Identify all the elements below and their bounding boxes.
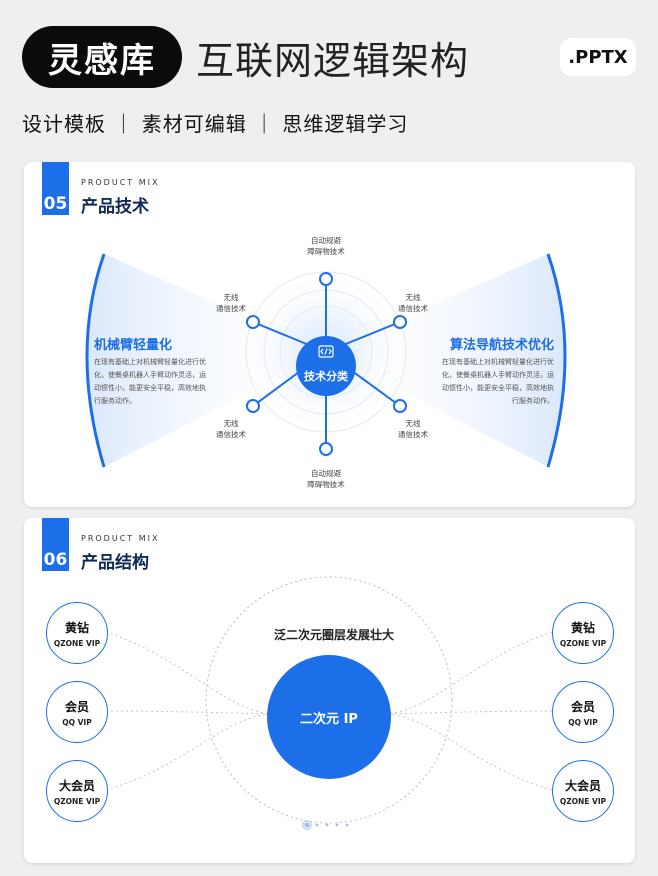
- center-ip-circle: 二次元 IP: [267, 655, 391, 779]
- hub-label: 技术分类: [304, 370, 348, 383]
- label-lower-left: 无线通信技术: [216, 419, 246, 439]
- code-icon: [318, 345, 334, 358]
- page-headline: 互联网逻辑架构: [196, 39, 470, 83]
- section-eyebrow: PRODUCT MIX: [81, 534, 160, 543]
- left-arc: [85, 253, 106, 468]
- left-title: 机械臂轻量化: [94, 338, 173, 353]
- pager-dot: [304, 822, 310, 828]
- node-upper-left: [246, 315, 260, 329]
- node-top: [319, 272, 333, 286]
- node-lower-right: [393, 399, 407, 413]
- right-fan: [326, 254, 565, 467]
- right-desc: 在现有基础上对机械臂轻量化进行优化，使餐桌机器人手臂动作灵活，运 动惯性小，能更…: [442, 358, 554, 405]
- product-structure-card: 06 PRODUCT MIX 产品结构 泛二次元圈层发展壮大 二次元 IP 黄钻…: [24, 518, 635, 863]
- label-upper-right: 无线通信技术: [398, 293, 428, 313]
- label-bottom: 自动规避障碍物技术: [307, 469, 345, 489]
- node-bottom: [319, 442, 333, 456]
- ring-title: 泛二次元圈层发展壮大: [273, 628, 394, 642]
- right-title: 算法导航技术优化: [449, 338, 554, 353]
- label-upper-left: 无线通信技术: [216, 293, 246, 313]
- product-tech-card: 05 PRODUCT MIX 产品技术 技术分类 自动规避障碍物技术 无线通信技…: [24, 162, 635, 507]
- tech-hub: [296, 336, 356, 396]
- pager-dot: [335, 823, 339, 827]
- section-number: 05: [42, 162, 69, 215]
- pager-dot: [325, 823, 329, 827]
- node-upper-right: [393, 315, 407, 329]
- tech-diagram: [85, 253, 567, 468]
- section-eyebrow: PRODUCT MIX: [81, 178, 160, 187]
- section-title: 产品技术: [81, 197, 149, 217]
- page-subline: 设计模板 ｜ 素材可编辑 ｜ 思维逻辑学习: [22, 112, 409, 136]
- pager-dot: [315, 823, 319, 827]
- section-number: 06: [42, 518, 69, 571]
- label-top: 自动规避障碍物技术: [307, 236, 345, 256]
- label-lower-right: 无线通信技术: [398, 419, 428, 439]
- left-desc: 在现有基础上对机械臂轻量化进行优化，使餐桌机器人手臂动作灵活，运 动惯性小，能更…: [94, 358, 206, 405]
- right-arc: [546, 253, 567, 468]
- left-fan: [87, 254, 326, 467]
- format-badge: .PPTX: [560, 38, 636, 76]
- node-lower-left: [246, 399, 260, 413]
- brand-logo: 灵感库: [22, 26, 182, 88]
- pager-dot: [345, 823, 349, 827]
- center-ip-label: 二次元 IP: [300, 711, 358, 727]
- section-title: 产品结构: [81, 553, 149, 573]
